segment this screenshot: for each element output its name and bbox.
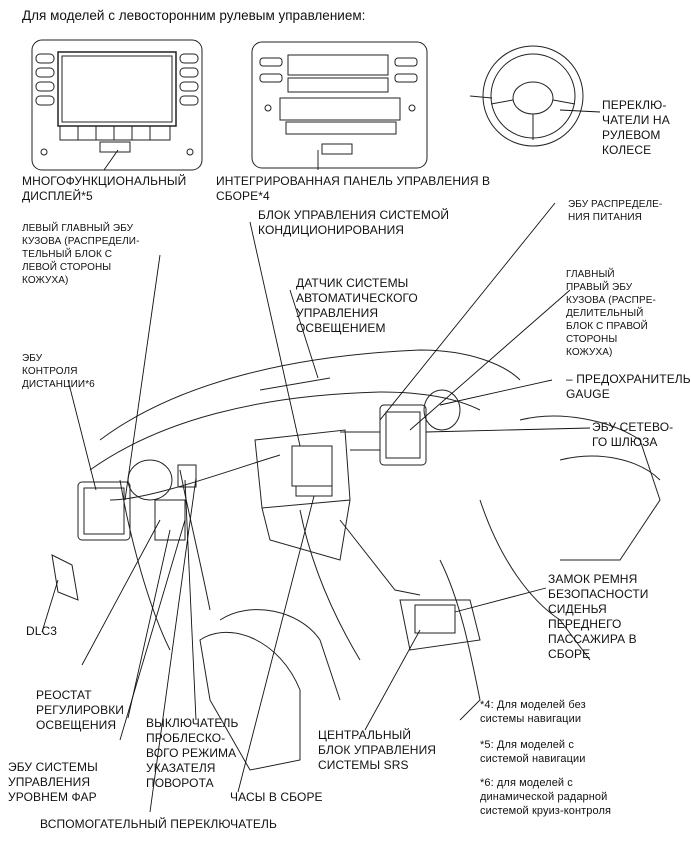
label-multifunction-display: МНОГОФУНКЦИОНАЛЬНЫЙ ДИСПЛЕЙ*5 (22, 174, 187, 203)
component-boxes (51, 404, 456, 634)
footnote-4: *4: Для моделей без системы навигации (480, 699, 586, 725)
label-distance-control-ecu: ЭБУ КОНТРОЛЯ ДИСТАНЦИИ*6 (22, 353, 95, 390)
label-seat-belt-buckle: ЗАМОК РЕМНЯ БЕЗОПАСНОСТИ СИДЕНЬЯ ПЕРЕДНЕ… (548, 572, 649, 661)
label-auto-light-sensor: ДАТЧИК СИСТЕМЫ АВТОМАТИЧЕСКОГО УПРАВЛЕНИ… (296, 276, 418, 335)
label-rheostat: РЕОСТАТ РЕГУЛИРОВКИ ОСВЕЩЕНИЯ (36, 688, 125, 732)
page-header: Для моделей с левосторонним рулевым упра… (22, 8, 366, 23)
leader-lines (41, 109, 601, 813)
label-steering-switches: ПЕРЕКЛЮ- ЧАТЕЛИ НА РУЛЕВОМ КОЛЕСЕ (602, 98, 670, 157)
footnote-6: *6: для моделей с динамической радарной … (480, 777, 612, 817)
label-integrated-panel: ИНТЕГРИРОВАННАЯ ПАНЕЛЬ УПРАВЛЕНИЯ В СБОР… (216, 174, 491, 203)
label-ac-control-block: БЛОК УПРАВЛЕНИЯ СИСТЕМОЙ КОНДИЦИОНИРОВАН… (258, 208, 450, 237)
label-power-distribution-ecu: ЭБУ РАСПРЕДЕЛЕ- НИЯ ПИТАНИЯ (568, 199, 663, 223)
label-network-gateway-ecu: ЭБУ СЕТЕВО- ГО ШЛЮЗА (592, 420, 674, 449)
steering-wheel-drawing (469, 45, 584, 147)
label-left-main-body-ecu: ЛЕВЫЙ ГЛАВНЫЙ ЭБУ КУЗОВА (РАСПРЕДЕЛИ- ТЕ… (22, 223, 140, 286)
footnote-5: *5: Для моделей с системой навигации (480, 739, 586, 765)
label-aux-switch: ВСПОМОГАТЕЛЬНЫЙ ПЕРЕКЛЮЧАТЕЛЬ (40, 817, 277, 831)
label-right-main-body-ecu: ГЛАВНЫЙ ПРАВЫЙ ЭБУ КУЗОВА (РАСПРЕ- ДЕЛИТ… (566, 269, 656, 358)
label-dlc3: DLC3 (26, 624, 58, 638)
label-clock: ЧАСЫ В СБОРЕ (230, 790, 323, 804)
multifunction-display-drawing (31, 39, 203, 171)
label-srs-center-unit: ЦЕНТРАЛЬНЫЙ БЛОК УПРАВЛЕНИЯ СИСТЕМЫ SRS (318, 728, 437, 772)
label-hazard-switch: ВЫКЛЮЧАТЕЛЬ ПРОБЛЕСКО- ВОГО РЕЖИМА УКАЗА… (146, 716, 239, 790)
integrated-panel-drawing (251, 41, 428, 169)
label-headlamp-leveling-ecu: ЭБУ СИСТЕМЫ УПРАВЛЕНИЯ УРОВНЕМ ФАР (8, 760, 98, 804)
label-gauge-fuse: – ПРЕДОХРАНИТЕЛЬ GAUGE (566, 372, 691, 401)
